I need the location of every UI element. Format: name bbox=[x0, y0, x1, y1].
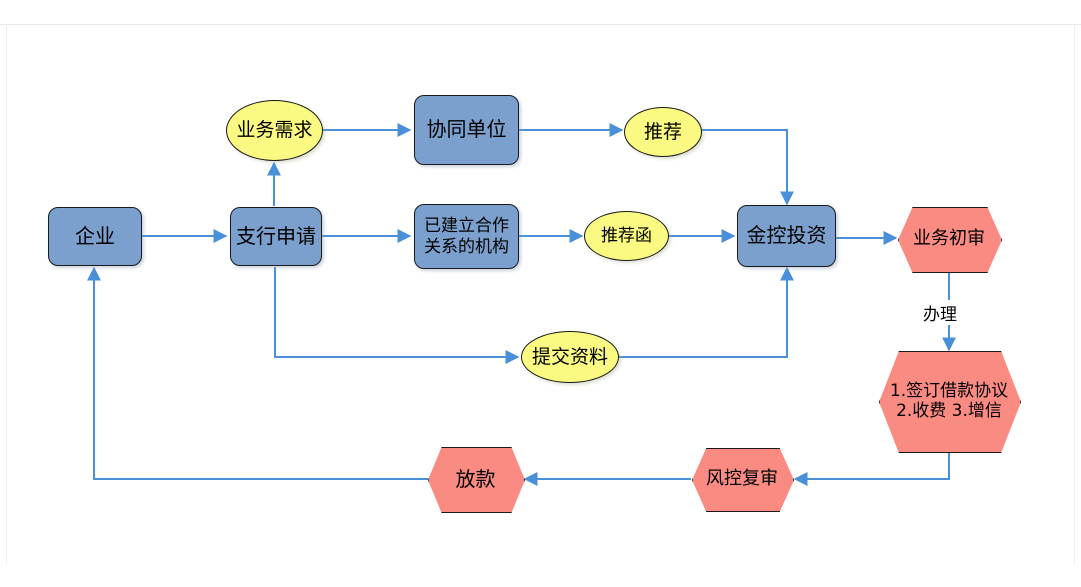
node-recommend[interactable]: 推荐 bbox=[624, 107, 702, 157]
node-label: 1.签订借款协议 2.收费 3.增信 bbox=[889, 380, 1009, 421]
node-loan-agreement-steps[interactable]: 1.签订借款协议 2.收费 3.增信 bbox=[879, 351, 1021, 453]
page-corner-mark-right bbox=[1074, 24, 1075, 564]
node-business-demand[interactable]: 业务需求 bbox=[226, 100, 323, 161]
node-disbursement[interactable]: 放款 bbox=[428, 447, 525, 513]
node-branch-application[interactable]: 支行申请 bbox=[230, 207, 322, 266]
node-enterprise[interactable]: 企业 bbox=[48, 207, 142, 266]
edge-agreement-to-risk-review bbox=[793, 451, 950, 486]
page-corner-mark-top-left bbox=[0, 24, 1081, 25]
node-jinkong-investment[interactable]: 金控投资 bbox=[737, 205, 836, 267]
node-partner-institution[interactable]: 已建立合作 关系的机构 bbox=[414, 204, 519, 269]
hexagon-shape bbox=[692, 448, 794, 512]
page-corner-mark-left bbox=[6, 24, 7, 564]
node-business-first-review[interactable]: 业务初审 bbox=[898, 207, 1002, 273]
edge-recommend-to-jinkong bbox=[701, 129, 794, 206]
node-label: 放款 bbox=[455, 467, 496, 491]
node-label: 业务初审 bbox=[913, 228, 985, 250]
edge-branch-to-submit bbox=[274, 267, 520, 364]
node-label: 风控复审 bbox=[706, 468, 778, 490]
hexagon-shape bbox=[898, 207, 1002, 273]
node-recommendation-letter[interactable]: 推荐函 bbox=[584, 211, 669, 261]
edge-disbursement-to-enterprise bbox=[87, 266, 428, 480]
hexagon-shape bbox=[428, 447, 525, 513]
node-cooperating-unit[interactable]: 协同单位 bbox=[414, 95, 519, 165]
edge-submit-to-jinkong bbox=[619, 266, 794, 358]
node-risk-review[interactable]: 风控复审 bbox=[692, 448, 794, 512]
node-submit-materials[interactable]: 提交资料 bbox=[521, 331, 619, 383]
edge-label-handle: 办理 bbox=[921, 300, 959, 325]
hexagon-shape bbox=[879, 351, 1021, 453]
